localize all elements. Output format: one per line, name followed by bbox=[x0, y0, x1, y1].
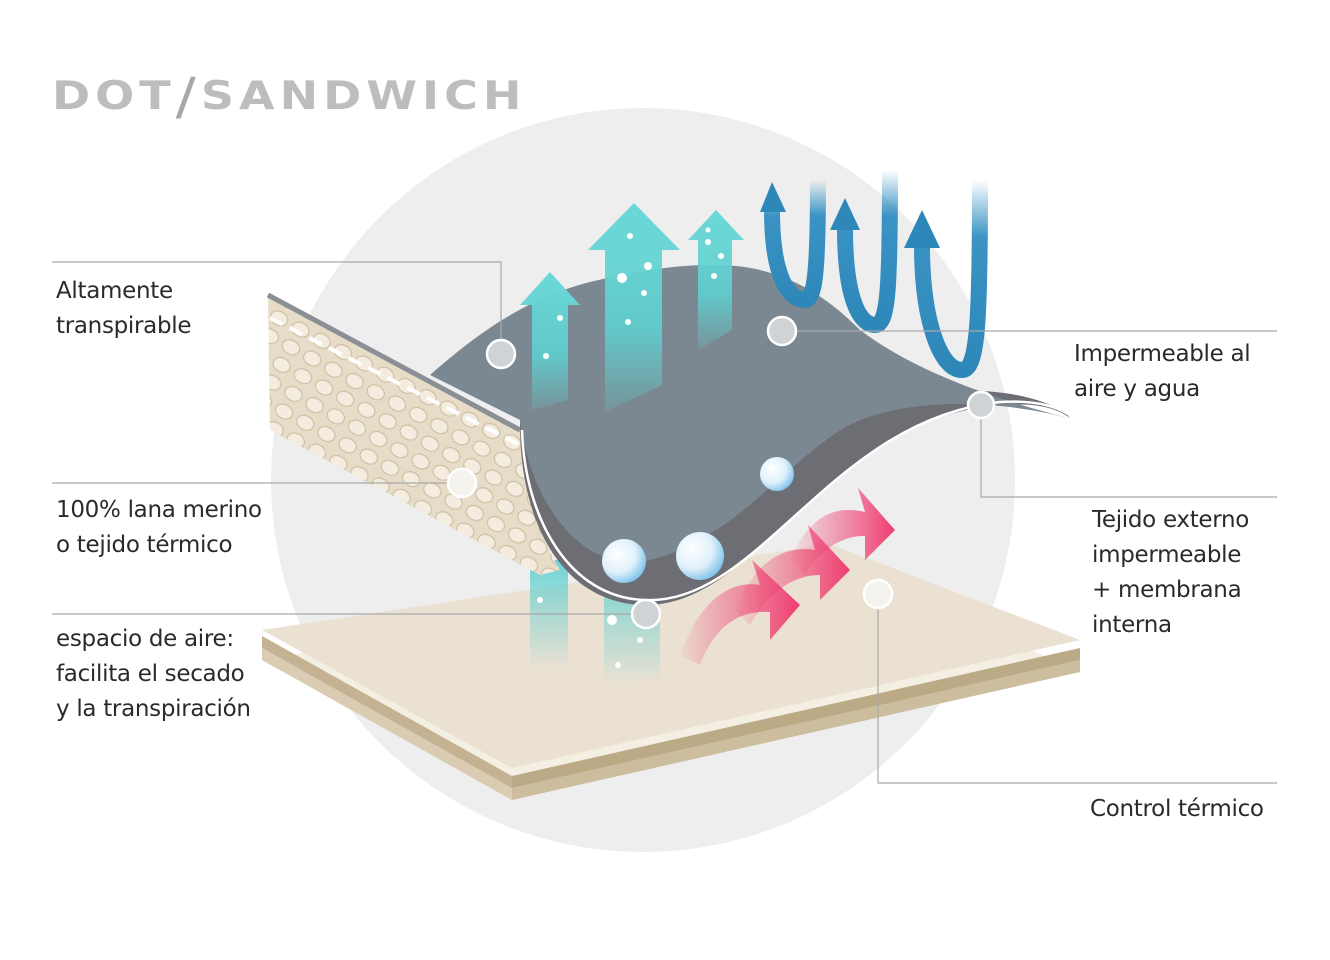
water-drop-icon bbox=[602, 457, 794, 583]
callout-dot-icon bbox=[446, 315, 996, 630]
merino-wool-layer bbox=[266, 292, 560, 575]
brand-logo: DOT/SANDWICH bbox=[52, 67, 527, 127]
blue-curved-arrow-icon bbox=[760, 169, 988, 379]
pink-heat-arrow-icon bbox=[680, 488, 895, 665]
thermal-base-layer bbox=[262, 544, 1080, 800]
label-outer-fabric: Tejido externo impermeable + membrana in… bbox=[1092, 507, 1250, 638]
label-breathable: Altamente transpirable bbox=[56, 278, 192, 339]
waterproof-membrane bbox=[430, 264, 1070, 606]
label-merino: 100% lana merino o tejido térmico bbox=[56, 497, 262, 558]
mint-upward-arrow-icon bbox=[520, 203, 744, 668]
label-thermal-control: Control térmico bbox=[1090, 796, 1264, 822]
label-air-space: espacio de aire: facilita el secado y la… bbox=[56, 626, 251, 722]
label-waterproof: Impermeable al aire y agua bbox=[1074, 341, 1251, 402]
leader-lines bbox=[52, 261, 1277, 784]
